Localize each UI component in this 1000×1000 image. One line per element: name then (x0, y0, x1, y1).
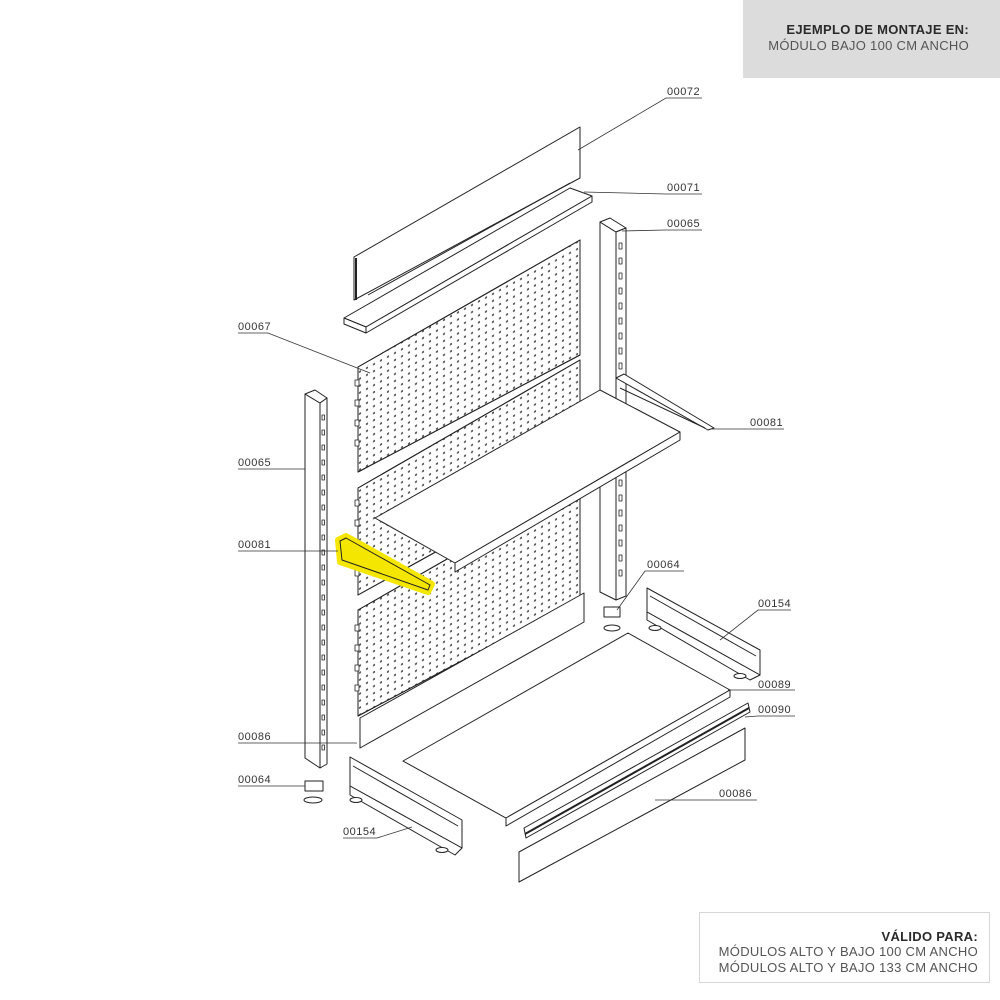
valid-for-line-1: MÓDULOS ALTO Y BAJO 100 CM ANCHO (718, 944, 978, 959)
part-00090-price-strip (523, 702, 751, 839)
part-main-shelf (374, 389, 681, 573)
label-00067: 00067 (238, 321, 271, 333)
label-00154-left: 00154 (343, 826, 376, 838)
valid-for-title: VÁLIDO PARA: (881, 929, 978, 944)
label-00064-right: 00064 (647, 559, 680, 571)
part-00154-left-rail (349, 756, 463, 856)
assembly-example-subtitle: MÓDULO BAJO 100 CM ANCHO (768, 38, 969, 53)
part-00064-right-foot (603, 606, 621, 632)
label-00071: 00071 (667, 182, 700, 194)
assembly-example-title: EJEMPLO DE MONTAJE EN: (786, 22, 969, 37)
label-00154-right: 00154 (758, 598, 791, 610)
label-00065-left: 00065 (238, 457, 271, 469)
label-00089: 00089 (758, 679, 791, 691)
label-00065-right: 00065 (667, 218, 700, 230)
label-00081-right: 00081 (750, 417, 783, 429)
label-00081-left: 00081 (238, 539, 271, 551)
part-00154-right-rail (646, 587, 761, 681)
label-00086-left: 00086 (238, 731, 271, 743)
leader-lines (238, 97, 795, 839)
part-00081-right-bracket (615, 373, 715, 431)
valid-for-line-2: MÓDULOS ALTO Y BAJO 133 CM ANCHO (718, 960, 978, 975)
part-00065-left-upright (304, 389, 328, 769)
part-00081-left-bracket-highlighted (335, 533, 435, 595)
part-00071-cap-shelf (343, 187, 593, 334)
part-00064-left-foot (303, 780, 324, 804)
part-00072-header-panel (353, 126, 581, 301)
assembly-example-box: EJEMPLO DE MONTAJE EN: MÓDULO BAJO 100 C… (743, 0, 1000, 78)
label-00064-left: 00064 (238, 774, 271, 786)
label-00090: 00090 (758, 704, 791, 716)
part-00086-front-kick-plate (518, 727, 746, 883)
label-00072: 00072 (667, 86, 700, 98)
label-00086-front: 00086 (719, 788, 752, 800)
part-00086-back-kick-plate (359, 592, 585, 749)
valid-for-box: VÁLIDO PARA: MÓDULOS ALTO Y BAJO 100 CM … (699, 912, 990, 983)
